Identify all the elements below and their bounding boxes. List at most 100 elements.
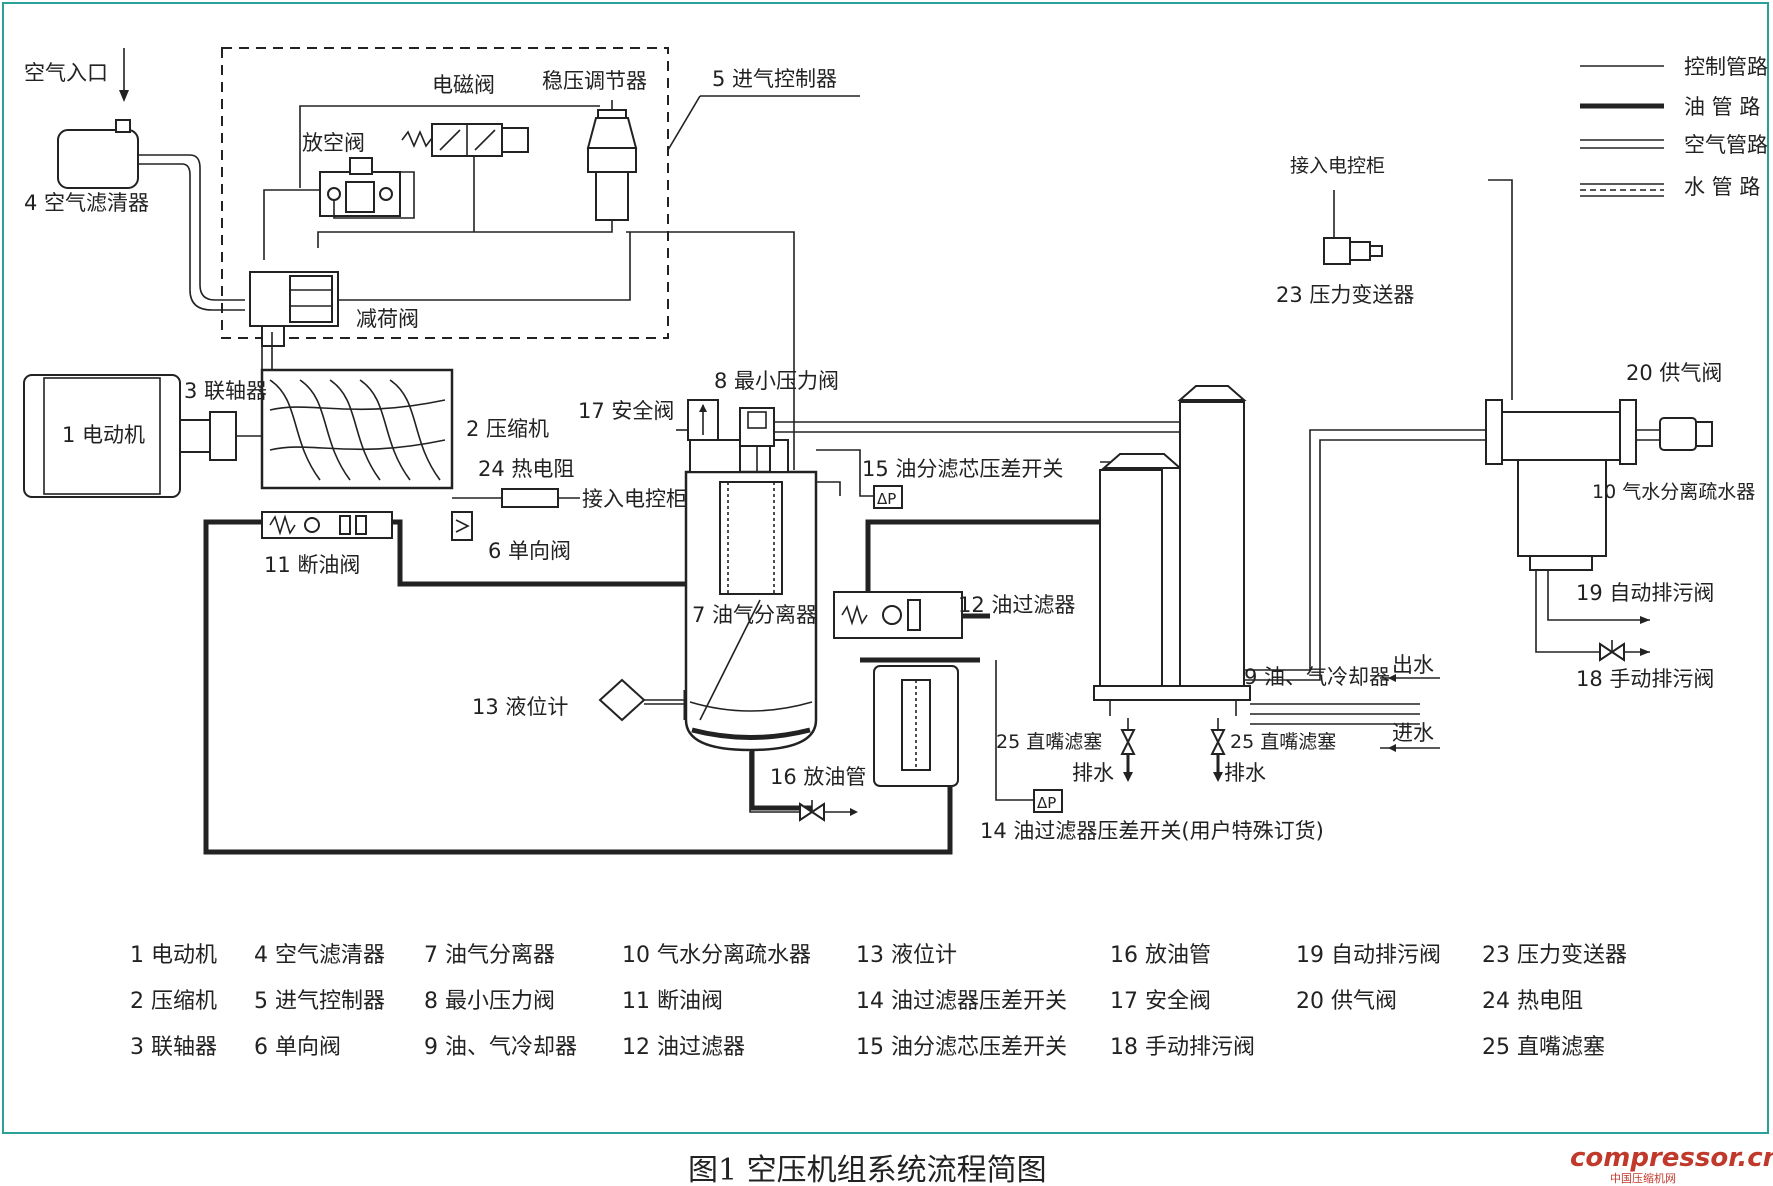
label-drain-left: 排水 (1072, 761, 1114, 785)
legend-oil: 油 管 路 (1684, 95, 1760, 119)
svg-text:16 放油管: 16 放油管 (1110, 943, 1211, 968)
air-filter (57, 119, 245, 311)
figure-caption: 图1 空压机组系统流程简图 (688, 1153, 1047, 1186)
svg-text:13 液位计: 13 液位计 (856, 943, 957, 968)
vent-valve (319, 157, 401, 217)
oil-filter-dp-switch: ΔP (995, 660, 1063, 813)
svg-text:20 供气阀: 20 供气阀 (1296, 989, 1397, 1014)
label-water-separator: 10 气水分离疏水器 (1592, 481, 1755, 503)
label-supply-valve: 20 供气阀 (1626, 361, 1722, 385)
pressure-transmitter (1323, 190, 1383, 265)
label-drain-pipe: 16 放油管 (770, 765, 866, 789)
label-pressure-regulator: 稳压调节器 (542, 69, 647, 93)
parts-list: 1 电动机 4 空气滤清器 7 油气分离器 10 气水分离疏水器 13 液位计 … (130, 943, 1627, 1060)
label-oil-gas-separator: 7 油气分离器 (692, 603, 817, 627)
svg-text:25 直嘴滤塞: 25 直嘴滤塞 (1482, 1035, 1605, 1060)
motor (23, 374, 211, 498)
unload-valve (249, 271, 339, 347)
legend: 控制管路 油 管 路 空气管路 水 管 路 (1580, 55, 1768, 199)
svg-text:15 油分滤芯压差开关: 15 油分滤芯压差开关 (856, 1035, 1067, 1060)
oil-filter (833, 591, 963, 787)
svg-text:ΔP: ΔP (877, 490, 896, 508)
svg-text:ΔP: ΔP (1037, 794, 1056, 812)
label-strainer-right: 25 直嘴滤塞 (1230, 731, 1336, 753)
svg-text:4 空气滤清器: 4 空气滤清器 (254, 943, 385, 968)
label-cooler: 9 油、气冷却器 (1244, 665, 1390, 689)
control-lines (263, 105, 795, 470)
drain-pipe (749, 752, 858, 822)
label-water-out: 出水 (1392, 653, 1434, 677)
water-separator (1485, 399, 1637, 571)
svg-text:23 压力变送器: 23 压力变送器 (1482, 943, 1627, 968)
compressor (260, 332, 454, 490)
water-lines (1250, 674, 1440, 752)
svg-text:8 最小压力阀: 8 最小压力阀 (424, 989, 555, 1014)
auto-drain-valve (1547, 570, 1650, 624)
label-solenoid-valve: 电磁阀 (432, 73, 495, 97)
label-thermal-resistor: 24 热电阻 (478, 457, 574, 481)
label-air-inlet: 空气入口 (24, 61, 108, 85)
svg-text:18 手动排污阀: 18 手动排污阀 (1110, 1035, 1255, 1060)
label-oil-sep-switch: 15 油分滤芯压差开关 (862, 457, 1063, 481)
label-drain-right: 排水 (1224, 761, 1266, 785)
thermal-resistor (452, 488, 580, 508)
oil-gas-separator (684, 439, 818, 752)
label-pressure-transmitter: 23 压力变送器 (1276, 283, 1414, 307)
oil-sep-dp-switch: ΔP (816, 449, 903, 509)
label-air-filter: 4 空气滤清器 (24, 191, 149, 215)
svg-text:17 安全阀: 17 安全阀 (1110, 989, 1211, 1014)
label-level-gauge: 13 液位计 (472, 695, 568, 719)
legend-control: 控制管路 (1684, 55, 1768, 79)
solenoid-valve (401, 123, 529, 157)
min-pressure-valve (739, 407, 775, 472)
watermark-sub: 中国压缩机网 (1610, 1171, 1676, 1185)
check-valve (451, 511, 473, 541)
label-to-cabinet-2: 接入电控柜 (1290, 155, 1385, 177)
svg-text:19 自动排污阀: 19 自动排污阀 (1296, 943, 1441, 968)
label-check-valve: 6 单向阀 (488, 539, 571, 563)
label-strainer-left: 25 直嘴滤塞 (996, 731, 1102, 753)
label-to-cabinet-1: 接入电控柜 (582, 487, 687, 511)
label-compressor: 2 压缩机 (466, 417, 549, 441)
svg-text:2 压缩机: 2 压缩机 (130, 989, 217, 1014)
svg-text:24 热电阻: 24 热电阻 (1482, 989, 1583, 1014)
label-oil-cutoff-valve: 11 断油阀 (264, 553, 360, 577)
svg-text:6 单向阀: 6 单向阀 (254, 1035, 341, 1060)
svg-text:3 联轴器: 3 联轴器 (130, 1035, 217, 1060)
oil-air-cooler (1093, 385, 1251, 716)
label-coupling: 3 联轴器 (184, 379, 267, 403)
manual-drain-valve (1535, 570, 1650, 662)
label-vent-valve: 放空阀 (302, 131, 365, 155)
svg-text:12 油过滤器: 12 油过滤器 (622, 1035, 745, 1060)
supply-valve (1659, 417, 1713, 451)
strainer-right (1210, 718, 1226, 782)
svg-text:10 气水分离疏水器: 10 气水分离疏水器 (622, 943, 811, 968)
watermark-brand: compressor.cn (1570, 1143, 1773, 1173)
strainer-left (1120, 718, 1136, 782)
safety-valve (676, 399, 719, 441)
label-manual-drain: 18 手动排污阀 (1576, 667, 1714, 691)
label-intake-controller: 5 进气控制器 (712, 67, 837, 91)
level-gauge (598, 678, 686, 722)
label-oil-filter: 12 油过滤器 (958, 593, 1075, 617)
label-min-pressure-valve: 8 最小压力阀 (714, 369, 839, 393)
label-safety-valve: 17 安全阀 (578, 399, 674, 423)
intake-controller-boundary (221, 47, 669, 339)
svg-text:7 油气分离器: 7 油气分离器 (424, 943, 555, 968)
air-lines (774, 179, 1660, 681)
coupling (209, 411, 262, 461)
label-auto-drain: 19 自动排污阀 (1576, 581, 1714, 605)
svg-text:11 断油阀: 11 断油阀 (622, 989, 723, 1014)
label-unload-valve: 减荷阀 (356, 307, 419, 331)
oil-cutoff-valve (261, 511, 393, 539)
legend-water: 水 管 路 (1684, 175, 1760, 199)
pressure-regulator (586, 100, 638, 221)
svg-text:5 进气控制器: 5 进气控制器 (254, 989, 385, 1014)
svg-text:1 电动机: 1 电动机 (130, 943, 217, 968)
label-water-in: 进水 (1392, 721, 1434, 745)
label-motor: 1 电动机 (62, 423, 145, 447)
svg-text:14 油过滤器压差开关: 14 油过滤器压差开关 (856, 989, 1067, 1014)
svg-text:9 油、气冷却器: 9 油、气冷却器 (424, 1035, 577, 1060)
legend-air: 空气管路 (1684, 133, 1768, 157)
